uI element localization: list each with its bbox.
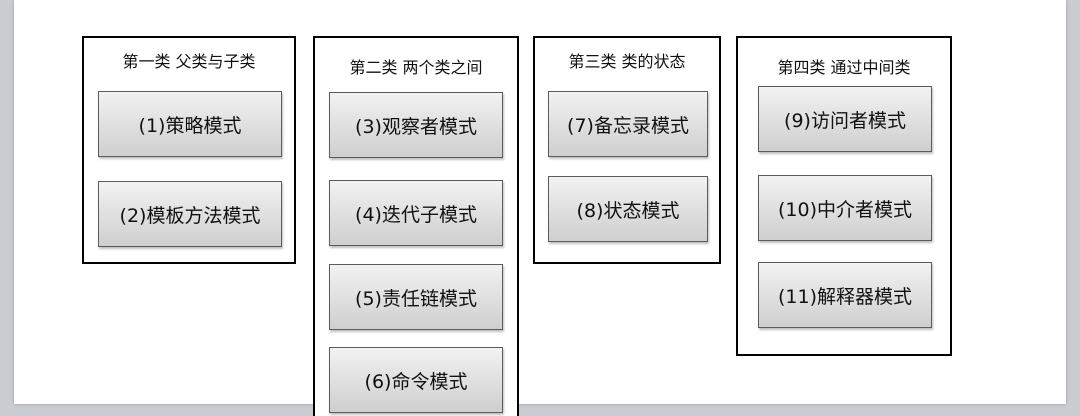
group-title: 第二类 两个类之间 bbox=[349, 58, 483, 77]
group-parent-child: 第一类 父类与子类 (1)策略模式 (2)模板方法模式 bbox=[82, 36, 296, 264]
group-intermediate-class: 第四类 通过中间类 (9)访问者模式 (10)中介者模式 (11)解释器模式 bbox=[736, 36, 952, 356]
pattern-visitor: (9)访问者模式 bbox=[758, 86, 932, 152]
pattern-chain-of-responsibility: (5)责任链模式 bbox=[329, 264, 503, 330]
pattern-iterator: (4)迭代子模式 bbox=[329, 180, 503, 246]
pattern-command: (6)命令模式 bbox=[329, 347, 503, 413]
pattern-template-method: (2)模板方法模式 bbox=[98, 181, 282, 247]
pattern-interpreter: (11)解释器模式 bbox=[758, 262, 932, 328]
group-between-two-classes: 第二类 两个类之间 (3)观察者模式 (4)迭代子模式 (5)责任链模式 (6)… bbox=[313, 36, 519, 416]
pattern-state: (8)状态模式 bbox=[548, 176, 708, 242]
pattern-observer: (3)观察者模式 bbox=[329, 92, 503, 158]
group-class-state: 第三类 类的状态 (7)备忘录模式 (8)状态模式 bbox=[533, 36, 721, 264]
pattern-mediator: (10)中介者模式 bbox=[758, 175, 932, 241]
group-title: 第三类 类的状态 bbox=[568, 52, 686, 71]
document-page: 第一类 父类与子类 (1)策略模式 (2)模板方法模式 第二类 两个类之间 (3… bbox=[14, 0, 1066, 416]
pattern-strategy: (1)策略模式 bbox=[98, 91, 282, 157]
group-title: 第四类 通过中间类 bbox=[777, 58, 911, 77]
group-title: 第一类 父类与子类 bbox=[122, 52, 256, 71]
pattern-memento: (7)备忘录模式 bbox=[548, 91, 708, 157]
